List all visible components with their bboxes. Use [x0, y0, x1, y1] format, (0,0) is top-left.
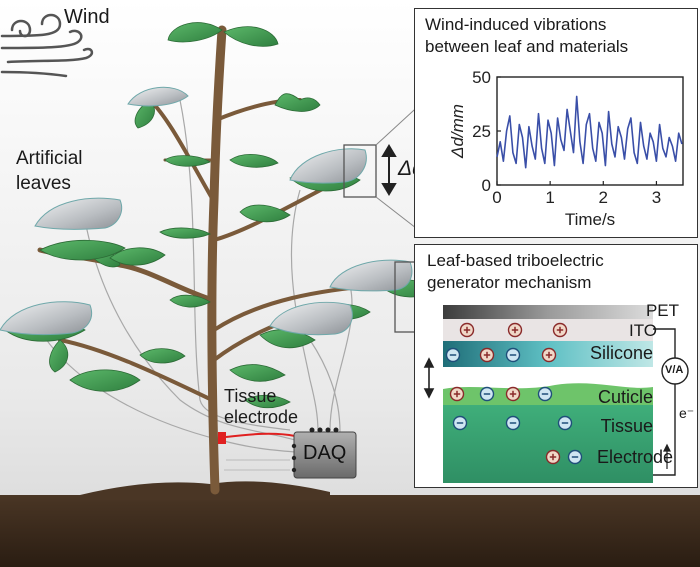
soil-mound	[80, 481, 330, 500]
tissue-electrode-wire	[218, 432, 296, 471]
meter-label: V/A	[665, 364, 684, 376]
negative-charge-icon	[537, 386, 553, 402]
x-tick-label: 2	[599, 188, 608, 207]
artificial-leaf-covers	[0, 86, 413, 336]
negative-charge-icon	[505, 415, 521, 431]
negative-charge-icon	[452, 415, 468, 431]
pet-layer	[443, 305, 653, 319]
mechanism-panel: Leaf-based triboelectric generator mecha…	[414, 244, 698, 488]
electron-label: e⁻	[679, 405, 695, 421]
circuit-wire	[653, 328, 676, 476]
layer-label-ito: ITO	[628, 321, 657, 340]
vibration-title-line1: Wind-induced vibrations	[425, 15, 607, 34]
plot-frame	[496, 76, 684, 186]
x-tick-label: 3	[652, 188, 661, 207]
positive-charge-icon	[479, 347, 495, 363]
layer-label-silicone: Silicone	[589, 343, 653, 363]
wind-icon	[0, 13, 94, 78]
y-axis-label: Δd/mm	[448, 104, 467, 159]
negative-charge-icon	[479, 386, 495, 402]
meter-circle	[661, 357, 689, 385]
negative-charge-icon	[567, 449, 583, 465]
ito-layer	[443, 319, 653, 341]
y-tick-label: 25	[472, 122, 491, 141]
positive-charge-icon	[459, 322, 475, 338]
material-wires	[39, 99, 353, 453]
y-tick-label: 50	[472, 68, 491, 87]
daq-label: DAQ	[303, 442, 347, 464]
artificial-leaves-label: Artificial leaves	[16, 148, 83, 194]
wind-label: Wind	[64, 6, 110, 28]
positive-charge-icon	[552, 322, 568, 338]
electron-arrow-icon	[663, 443, 671, 469]
negative-charge-icon	[445, 347, 461, 363]
x-axis-label: Time/s	[565, 210, 615, 229]
mechanism-title-line1: Leaf-based triboelectric	[427, 251, 604, 270]
callout-box-vibration	[343, 144, 377, 198]
mechanism-title-line2: generator mechanism	[427, 273, 592, 292]
positive-charge-icon	[505, 386, 521, 402]
negative-charge-icon	[505, 347, 521, 363]
layer-label-pet: PET	[645, 301, 679, 320]
tissue-layer	[443, 405, 653, 483]
series-line	[496, 95, 683, 169]
vibration-panel: Wind-induced vibrations between leaf and…	[414, 8, 698, 238]
x-tick-label: 0	[492, 188, 501, 207]
positive-charge-icon	[507, 322, 523, 338]
y-tick-label: 0	[482, 176, 491, 195]
layer-label-cuticle: Cuticle	[597, 387, 653, 407]
positive-charge-icon	[541, 347, 557, 363]
positive-charge-icon	[449, 386, 465, 402]
soil	[0, 495, 700, 567]
charges	[445, 322, 583, 465]
double-arrow-icon	[381, 144, 397, 196]
layer-label-tissue: Tissue	[600, 416, 653, 436]
double-arrow-icon	[423, 357, 435, 399]
layer-label-electrode: Electrode	[596, 447, 673, 467]
tissue-electrode-label: Tissue electrode	[224, 386, 299, 427]
daq-box	[291, 427, 357, 479]
negative-charge-icon	[557, 415, 573, 431]
x-tick-label: 1	[545, 188, 554, 207]
positive-charge-icon	[545, 449, 561, 465]
vibration-title-line2: between leaf and materials	[425, 37, 629, 56]
mechanism-diagram	[423, 305, 689, 483]
